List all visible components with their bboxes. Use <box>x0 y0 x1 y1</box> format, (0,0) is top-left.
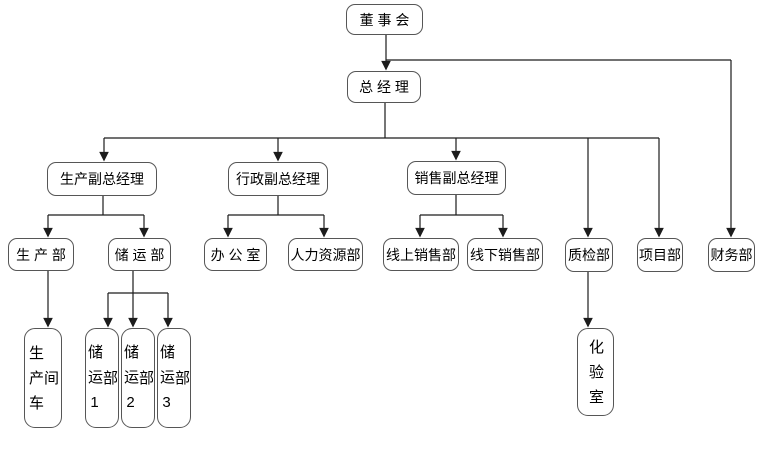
node-production-dept: 生 产 部 <box>8 238 74 271</box>
node-storage-dept-1: 储运1部 <box>85 328 119 428</box>
node-quality-dept: 质检部 <box>565 238 613 272</box>
node-storage-dept: 储 运 部 <box>108 238 171 271</box>
node-online-sales-dept: 线上销售部 <box>383 238 459 271</box>
node-general-manager: 总 经 理 <box>347 71 421 103</box>
node-lab: 化验室 <box>577 328 614 416</box>
node-project-dept: 项目部 <box>637 238 683 272</box>
node-hr-dept: 人力资源部 <box>288 238 363 271</box>
node-admin-vp: 行政副总经理 <box>228 162 328 196</box>
node-sales-vp: 销售副总经理 <box>407 161 506 195</box>
node-storage-dept-3: 储运3部 <box>157 328 191 428</box>
node-production-workshop: 生产车间 <box>24 328 62 428</box>
node-office: 办 公 室 <box>204 238 267 271</box>
node-production-vp: 生产副总经理 <box>47 162 157 196</box>
node-finance-dept: 财务部 <box>708 238 755 272</box>
node-storage-dept-2: 储运2部 <box>121 328 155 428</box>
node-board-of-directors: 董 事 会 <box>346 4 423 35</box>
node-offline-sales-dept: 线下销售部 <box>467 238 543 271</box>
